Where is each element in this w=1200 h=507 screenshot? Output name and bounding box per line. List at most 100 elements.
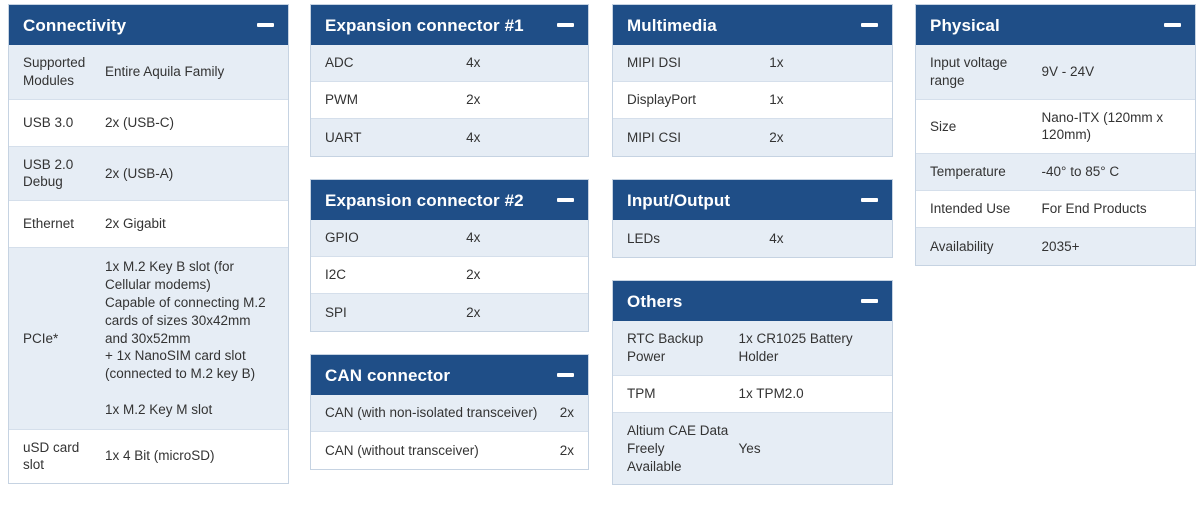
table-row: Supported Modules Entire Aquila Family: [9, 45, 288, 100]
row-label: ADC: [325, 55, 354, 71]
panel-rows: Input voltage range 9V - 24V Size Nano-I…: [916, 45, 1195, 266]
table-row: CAN (without transceiver) 2x: [311, 432, 588, 469]
row-label: SPI: [325, 304, 347, 320]
minus-icon[interactable]: [557, 198, 574, 202]
table-row: TPM 1x TPM2.0: [613, 376, 892, 413]
table-row: UART 4x: [311, 119, 588, 156]
row-value: 2x: [466, 304, 481, 320]
panel-header-multimedia[interactable]: Multimedia: [613, 5, 892, 45]
panel-rows: Supported Modules Entire Aquila Family U…: [9, 45, 288, 484]
row-label: Input voltage range: [930, 55, 1008, 88]
table-row: DisplayPort 1x: [613, 82, 892, 119]
row-label: Size: [930, 118, 957, 134]
row-value: 1x: [769, 92, 784, 108]
row-label: LEDs: [627, 230, 661, 246]
panel-header-expansion-connector-2[interactable]: Expansion connector #2: [311, 180, 588, 220]
row-label: MIPI CSI: [627, 129, 682, 145]
row-value: 1x: [769, 55, 784, 71]
table-row: uSD card slot 1x 4 Bit (microSD): [9, 429, 288, 484]
table-row: Temperature -40° to 85° C: [916, 154, 1195, 192]
panel-rows: RTC Backup Power 1x CR1025 Battery Holde…: [613, 321, 892, 485]
panel-header-expansion-connector-1[interactable]: Expansion connector #1: [311, 5, 588, 45]
panel-title: Others: [627, 291, 683, 311]
panel-rows: ADC 4x PWM 2x UART 4x: [311, 45, 588, 156]
panel-title: Expansion connector #2: [325, 190, 524, 210]
row-value: 2x: [466, 267, 481, 283]
panel-expansion-connector-1: Expansion connector #1 ADC 4x PWM 2x UAR…: [310, 4, 589, 157]
row-value: 1x M.2 Key B slot (for Cellular modems) …: [105, 259, 266, 417]
table-row: Input voltage range 9V - 24V: [916, 45, 1195, 100]
minus-icon[interactable]: [861, 198, 878, 202]
row-label: Temperature: [930, 164, 1006, 180]
row-value: 4x: [466, 230, 481, 246]
table-row: Altium CAE Data Freely Available Yes: [613, 413, 892, 485]
row-label: Availability: [930, 238, 994, 254]
row-label: MIPI DSI: [627, 55, 682, 71]
minus-icon[interactable]: [557, 373, 574, 377]
panel-rows: GPIO 4x I2C 2x SPI 2x: [311, 220, 588, 331]
row-label: Supported Modules: [23, 55, 86, 88]
row-value: 2x: [466, 92, 481, 108]
row-value: 2x: [769, 129, 784, 145]
column-3: Multimedia MIPI DSI 1x DisplayPort 1x MI…: [612, 4, 893, 507]
table-row: I2C 2x: [311, 257, 588, 294]
row-value: Nano-ITX (120mm x 120mm): [1041, 109, 1164, 143]
row-label: CAN (with non-isolated transceiver): [325, 405, 538, 421]
row-value: 9V - 24V: [1041, 63, 1095, 79]
panel-header-physical[interactable]: Physical: [916, 5, 1195, 45]
table-row: GPIO 4x: [311, 220, 588, 257]
row-value: 2x (USB-C): [105, 114, 175, 130]
row-label: GPIO: [325, 230, 359, 246]
row-value: 4x: [769, 230, 784, 246]
row-value: 1x CR1025 Battery Holder: [738, 331, 853, 364]
panel-title: Multimedia: [627, 15, 717, 35]
table-row: Intended Use For End Products: [916, 191, 1195, 229]
row-label: PWM: [325, 92, 358, 108]
row-label: TPM: [627, 386, 656, 402]
column-1: Connectivity Supported Modules Entire Aq…: [8, 4, 289, 506]
row-value: 2x: [559, 405, 574, 421]
column-2: Expansion connector #1 ADC 4x PWM 2x UAR…: [310, 4, 589, 492]
row-label: Intended Use: [930, 201, 1011, 217]
minus-icon[interactable]: [861, 23, 878, 27]
row-label: DisplayPort: [627, 92, 697, 108]
row-value: -40° to 85° C: [1041, 164, 1120, 180]
row-label: USB 3.0: [23, 114, 74, 130]
panel-header-connectivity[interactable]: Connectivity: [9, 5, 288, 45]
row-label: USB 2.0 Debug: [23, 156, 74, 190]
panel-title: Connectivity: [23, 15, 127, 35]
table-row: RTC Backup Power 1x CR1025 Battery Holde…: [613, 321, 892, 376]
minus-icon[interactable]: [1164, 23, 1181, 27]
row-label: I2C: [325, 267, 347, 283]
table-row: ADC 4x: [311, 45, 588, 82]
panel-header-input-output[interactable]: Input/Output: [613, 180, 892, 220]
row-label: CAN (without transceiver): [325, 442, 479, 458]
row-value: 4x: [466, 129, 481, 145]
panel-title: CAN connector: [325, 365, 451, 385]
table-row: Size Nano-ITX (120mm x 120mm): [916, 99, 1195, 155]
row-value: 1x TPM2.0: [738, 386, 804, 402]
table-row: PWM 2x: [311, 82, 588, 119]
row-value: 2x (USB-A): [105, 165, 174, 181]
panel-title: Physical: [930, 15, 1000, 35]
table-row: SPI 2x: [311, 294, 588, 331]
panel-multimedia: Multimedia MIPI DSI 1x DisplayPort 1x MI…: [612, 4, 893, 157]
table-row: LEDs 4x: [613, 220, 892, 257]
minus-icon[interactable]: [257, 23, 274, 27]
table-row: USB 2.0 Debug 2x (USB-A): [9, 146, 288, 202]
minus-icon[interactable]: [557, 23, 574, 27]
row-label: uSD card slot: [23, 439, 80, 473]
row-value: 2x Gigabit: [105, 216, 166, 232]
row-label: Ethernet: [23, 216, 75, 232]
panel-input-output: Input/Output LEDs 4x: [612, 179, 893, 258]
row-value: Yes: [738, 440, 761, 456]
row-label: PCIe*: [23, 330, 59, 346]
minus-icon[interactable]: [861, 299, 878, 303]
table-row: USB 3.0 2x (USB-C): [9, 99, 288, 147]
table-row: MIPI DSI 1x: [613, 45, 892, 82]
panel-header-can-connector[interactable]: CAN connector: [311, 355, 588, 395]
row-label: Altium CAE Data Freely Available: [627, 423, 729, 474]
row-value: 4x: [466, 55, 481, 71]
panel-header-others[interactable]: Others: [613, 281, 892, 321]
panel-expansion-connector-2: Expansion connector #2 GPIO 4x I2C 2x SP…: [310, 179, 589, 332]
